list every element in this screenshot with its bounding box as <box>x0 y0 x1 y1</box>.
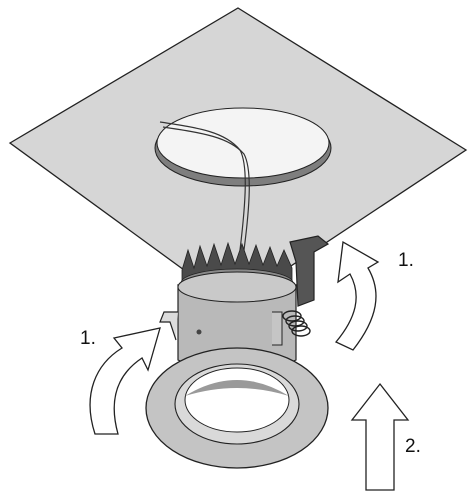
right-spring-clip <box>289 235 330 307</box>
left-rotation-arrow <box>89 327 161 435</box>
push-up-arrow <box>350 382 410 491</box>
right-rotation-arrow <box>334 240 380 351</box>
supply-cable <box>159 121 250 251</box>
step-label-push-up: 2. <box>405 436 421 457</box>
step-label-right-rotation: 1. <box>398 250 414 271</box>
right-retaining-bracket <box>272 311 283 346</box>
housing-screw <box>196 329 202 335</box>
left-spring-clip <box>159 311 178 341</box>
reflector-shadow <box>185 380 289 396</box>
housing-top-edge <box>177 271 297 303</box>
reflector <box>184 367 290 433</box>
clip-spring-coil <box>282 310 311 337</box>
ceiling-cutout <box>156 107 330 179</box>
step-label-left-rotation: 1. <box>80 328 96 349</box>
